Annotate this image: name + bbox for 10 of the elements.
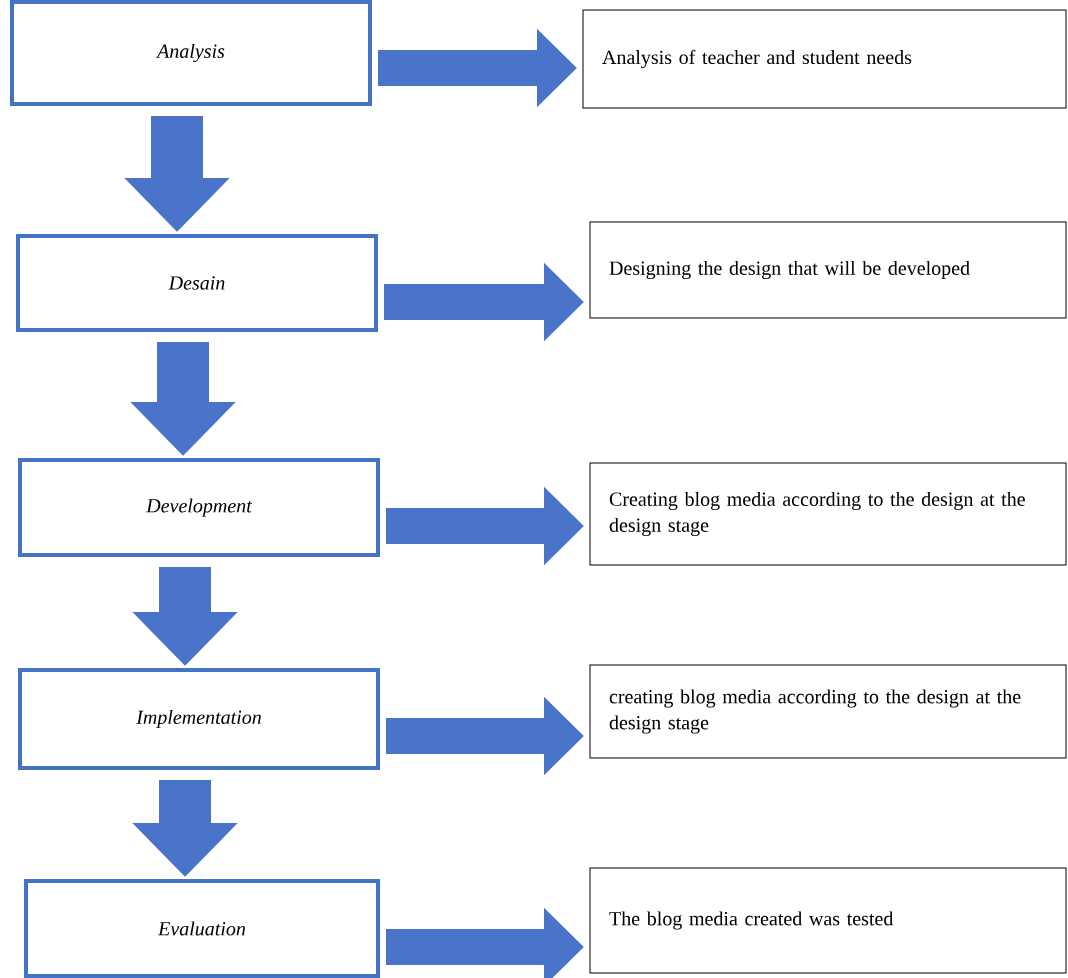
stage-box: Development [18, 458, 380, 557]
description-box: Designing the design that will be developed [589, 221, 1067, 319]
description-box: Analysis of teacher and student needs [582, 9, 1067, 109]
stage-box: Evaluation [24, 879, 380, 978]
stage-box: Implementation [18, 668, 380, 770]
stage-box: Analysis [10, 0, 372, 106]
description-box: creating blog media according to the design at the design stage [589, 664, 1067, 759]
description-box: Creating blog media according to the design at the design stage [589, 462, 1067, 566]
stage-box: Desain [16, 234, 378, 332]
description-box: The blog media created was tested [589, 867, 1067, 974]
